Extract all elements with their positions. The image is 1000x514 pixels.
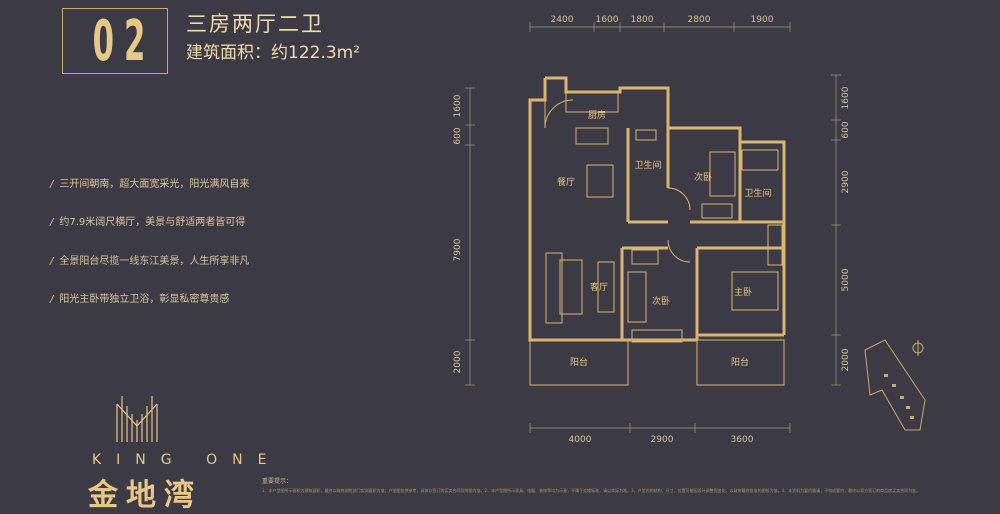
room-bath-2: 卫生间 — [744, 187, 771, 199]
dim-right-2: 600 — [841, 121, 851, 138]
room-dining: 餐厅 — [557, 176, 575, 188]
notes-title: 重要提示： — [262, 478, 293, 485]
room-bedroom-2b: 次卧 — [652, 295, 670, 307]
dim-left-1: 1600 — [453, 94, 463, 117]
brand-chinese: 金地湾 — [88, 478, 202, 513]
dim-bottom-3: 3600 — [731, 435, 754, 445]
dim-top-5: 1900 — [751, 15, 774, 25]
room-bath-1: 卫生间 — [634, 159, 661, 171]
dim-top-1: 2400 — [551, 15, 574, 25]
brand-english: KING ONE — [92, 452, 282, 468]
dim-right-3: 2900 — [841, 170, 851, 193]
area-label: 建筑面积：约122.3m² — [186, 43, 361, 63]
feature-text: 三开间朝南，超大面宽采光，阳光满风自来 — [59, 179, 250, 190]
room-master: 主卧 — [734, 286, 752, 298]
room-balcony-2: 阳台 — [731, 356, 749, 368]
dim-left-3: 7900 — [453, 238, 463, 261]
dim-right-4: 5000 — [841, 268, 851, 291]
dim-bottom-2: 2900 — [651, 435, 674, 445]
dim-bottom-1: 4000 — [569, 435, 592, 445]
feature-text: 阳光主卧带独立卫浴，彰显私密尊贵感 — [59, 294, 230, 305]
dim-left-2: 600 — [453, 127, 463, 144]
dim-top-4: 2800 — [688, 15, 711, 25]
dim-top-2: 1600 — [596, 15, 619, 25]
room-living: 客厅 — [590, 281, 608, 293]
dimension-lines — [465, 22, 841, 433]
unit-number-box: 02 — [62, 8, 168, 74]
dim-top-3: 1800 — [631, 15, 654, 25]
compass-icon — [912, 340, 924, 356]
room-bedroom-2a: 次卧 — [694, 171, 712, 183]
feature-item: /阳光主卧带独立卫浴，彰显私密尊贵感 — [50, 294, 230, 305]
feature-text: 全景阳台尽揽一线东江美景，人生所享非凡 — [59, 256, 250, 267]
room-balcony-1: 阳台 — [570, 356, 588, 368]
room-kitchen: 厨房 — [588, 109, 606, 121]
dim-right-5: 2000 — [841, 348, 851, 371]
site-plan-icon — [864, 339, 926, 431]
feature-text: 约7.9米阔尺横厅，美景与舒适两者皆可得 — [59, 217, 246, 228]
feature-item: /三开间朝南，超大面宽采光，阳光满风自来 — [50, 179, 250, 190]
dim-left-4: 2000 — [453, 350, 463, 373]
brand-logo-icon — [116, 396, 158, 442]
unit-number: 02 — [92, 8, 156, 74]
layout-title: 三房两厅二卫 — [186, 12, 324, 36]
dim-right-1: 1600 — [841, 86, 851, 109]
notes-text: 1、本户型图所示面积为建筑面积，最终以政府测绘部门实测面积为准；户型图仅供参考，… — [262, 488, 921, 493]
feature-item: /约7.9米阔尺横厅，美景与舒适两者皆可得 — [50, 217, 246, 228]
feature-item: /全景阳台尽揽一线东江美景，人生所享非凡 — [50, 256, 250, 267]
